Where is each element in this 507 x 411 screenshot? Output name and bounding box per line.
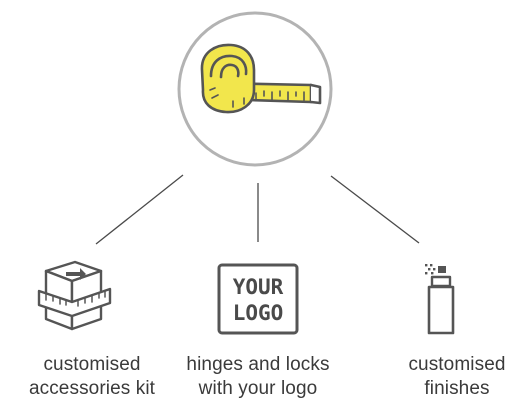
caption-finishes: customised finishes [372,353,507,401]
connector-line-right [330,175,420,244]
caption-line: hinges and locks [186,354,330,375]
caption-hinges-locks: hinges and locks with your logo [173,353,343,401]
accessories-kit-icon [37,260,112,331]
logo-frame [217,263,299,335]
caption-line: accessories kit [28,378,156,399]
caption-line: with your logo [198,378,318,399]
connector-line-left [95,174,184,245]
caption-accessories-kit: customised accessories kit [7,353,177,401]
logo-text-line2: LOGO [233,301,284,325]
your-logo-icon: YOUR LOGO [217,263,299,335]
spray-can-icon [425,264,455,335]
spray-dots [425,264,436,275]
caption-line: customised [43,354,141,375]
caption-line: finishes [424,378,490,399]
logo-text-line1: YOUR [233,275,284,299]
caption-line: customised [408,354,506,375]
center-node [177,11,333,167]
measuring-tape-icon [200,43,322,114]
